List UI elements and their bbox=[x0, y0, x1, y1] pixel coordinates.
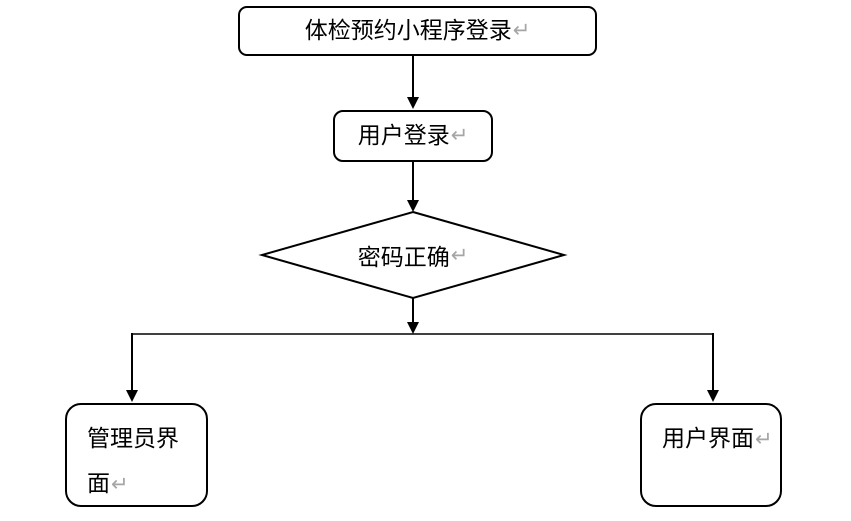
paragraph-return-mark-icon: ↵ bbox=[450, 243, 469, 267]
edge-decision-to-branch-arrowhead-icon bbox=[407, 322, 419, 334]
node-user-interface-text: 用户界面↵ bbox=[662, 416, 780, 462]
edge-start-to-login-arrowhead-icon bbox=[407, 97, 419, 109]
node-admin-interface-label: 管理员界面 bbox=[87, 426, 179, 496]
edge-login-to-decision-arrowhead-icon bbox=[407, 200, 419, 212]
node-admin-interface: 管理员界面↵ bbox=[65, 403, 208, 507]
node-user-login-label: 用户登录 bbox=[357, 123, 450, 149]
node-password-correct-label: 密码正确 bbox=[357, 245, 450, 270]
node-password-correct: 密码正确↵ bbox=[262, 212, 564, 298]
node-user-interface: 用户界面↵ bbox=[640, 403, 782, 507]
node-start: 体检预约小程序登录↵ bbox=[238, 6, 597, 56]
node-user-interface-label: 用户界面 bbox=[662, 426, 754, 451]
paragraph-return-mark-icon: ↵ bbox=[512, 18, 531, 43]
edge-branch-to-user-arrowhead-icon bbox=[707, 390, 719, 402]
paragraph-return-mark-icon: ↵ bbox=[111, 472, 129, 496]
node-admin-interface-text: 管理员界面↵ bbox=[87, 416, 183, 507]
paragraph-return-mark-icon: ↵ bbox=[755, 427, 773, 451]
paragraph-return-mark-icon: ↵ bbox=[450, 123, 469, 148]
node-start-label: 体检预约小程序登录 bbox=[304, 18, 512, 44]
edge-branch-to-admin-arrowhead-icon bbox=[126, 390, 138, 402]
node-user-login: 用户登录↵ bbox=[333, 110, 493, 162]
